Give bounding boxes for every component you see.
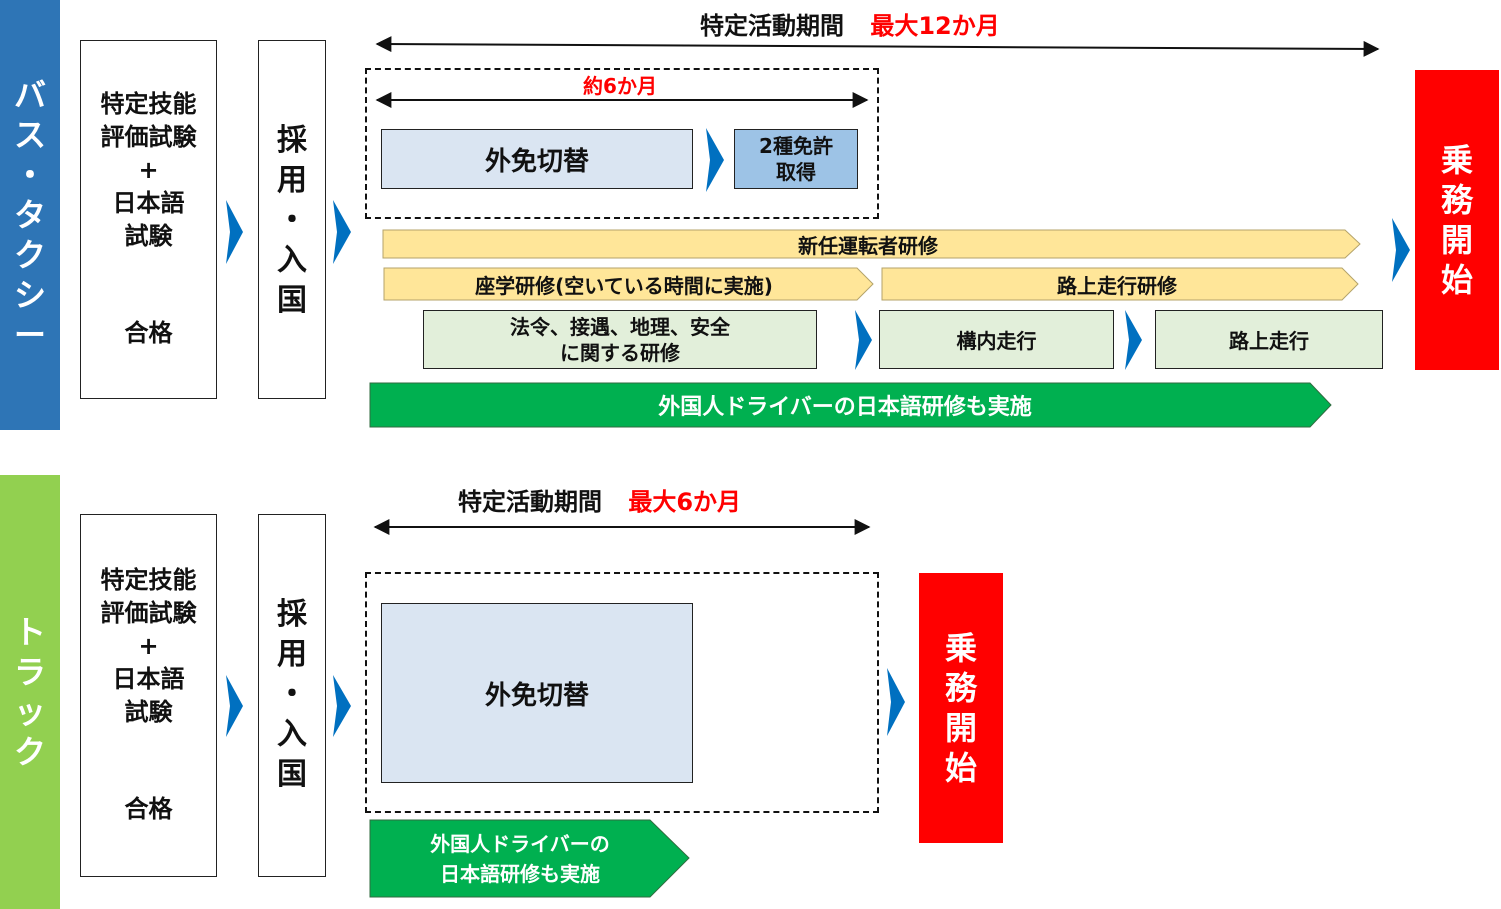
hire-char: 用	[277, 163, 307, 198]
hire-char: 採	[277, 123, 307, 158]
license-line: 取得	[776, 160, 816, 184]
road-training-arrow	[881, 267, 1359, 301]
qualify-line: 評価試験	[100, 123, 197, 151]
side-char: バ	[13, 76, 46, 114]
japanese-training-label: 外国人ドライバーの日本語研修も実施	[658, 395, 1032, 420]
chevron-icon	[855, 310, 872, 370]
duty-char: 務	[944, 669, 977, 707]
law-line: に関する研修	[560, 340, 680, 365]
chevron-icon	[887, 668, 905, 736]
truck-license-conversion-box: 外免切替	[381, 603, 693, 783]
truck-hire-entry-box: 採 用 ・ 入 国	[258, 514, 326, 877]
road-driving-box: 路上走行	[1155, 310, 1383, 369]
chevron-icon	[706, 128, 724, 192]
qualify-line: 試験	[124, 698, 173, 726]
duty-char: 始	[1440, 261, 1473, 299]
truck-qualification-box: 特定技能 評価試験 + 日本語 試験 合格	[80, 514, 217, 877]
jp-training-line: 日本語研修も実施	[440, 862, 600, 886]
chevron-icon	[333, 200, 351, 264]
sub-period-frame	[365, 68, 879, 219]
hire-char: ・	[277, 203, 307, 238]
side-char: ク	[13, 733, 46, 771]
start-duty-box: 乗 務 開 始	[1415, 70, 1499, 370]
hire-char: 用	[277, 637, 307, 672]
law-training-box: 法令、接遇、地理、安全 に関する研修	[423, 310, 817, 369]
period-max: 最大6か月	[628, 488, 742, 516]
chevron-icon	[226, 200, 243, 264]
period-title: 特定活動期間 最大12か月	[700, 6, 1060, 40]
law-line: 法令、接遇、地理、安全	[510, 314, 730, 339]
period-label: 特定活動期間	[458, 488, 602, 516]
qualify-line: 評価試験	[100, 599, 197, 627]
bus-taxi-side-label: バ ス ・ タ ク シ ー	[0, 0, 60, 430]
side-char: ス	[13, 116, 46, 154]
qualify-pass: 合格	[124, 795, 173, 823]
truck-license-frame	[365, 572, 879, 813]
side-char: ク	[13, 236, 46, 274]
duty-char: 開	[1440, 221, 1473, 259]
duty-char: 乗	[1440, 141, 1473, 179]
classroom-training-label: 座学研修(空いている時間に実施)	[475, 273, 773, 298]
hire-entry-box: 採 用 ・ 入 国	[258, 40, 326, 399]
license-conversion-box: 外免切替	[381, 129, 693, 189]
jp-training-line: 外国人ドライバーの	[430, 832, 610, 856]
side-char: ト	[13, 613, 46, 651]
duty-char: 開	[944, 709, 977, 747]
side-char: ・	[13, 156, 46, 194]
license-line: 2種免許	[759, 134, 833, 158]
chevron-icon	[226, 675, 243, 737]
qualify-plus: +	[138, 156, 159, 184]
side-char: タ	[13, 196, 46, 234]
truck-start-duty-box: 乗 務 開 始	[919, 573, 1003, 843]
side-char: ラ	[13, 653, 46, 691]
hire-char: 国	[277, 283, 307, 318]
duty-char: 務	[1440, 181, 1473, 219]
qualify-line: 特定技能	[100, 566, 197, 594]
new-driver-training-label: 新任運転者研修	[798, 233, 938, 258]
chevron-icon	[1392, 218, 1410, 282]
side-char: ッ	[13, 693, 46, 731]
duty-char: 始	[944, 749, 977, 787]
hire-char: 国	[277, 757, 307, 792]
truck-period-title: 特定活動期間 最大6か月	[458, 482, 818, 516]
truck-japanese-training-arrow	[369, 819, 690, 898]
duty-char: 乗	[944, 629, 977, 667]
period-double-arrow	[375, 36, 1380, 57]
course-driving-box: 構内走行	[879, 310, 1114, 369]
hire-char: 採	[277, 597, 307, 632]
chevron-icon	[1125, 310, 1142, 370]
qualify-line: 日本語	[112, 189, 185, 217]
qualify-line: 試験	[124, 222, 173, 250]
period-max: 最大12か月	[870, 12, 1000, 40]
hire-char: 入	[277, 717, 307, 752]
road-training-label: 路上走行研修	[1057, 273, 1177, 298]
new-driver-training-arrow	[382, 229, 1361, 259]
side-char: シ	[13, 276, 46, 314]
truck-japanese-training-label: 外国人ドライバーの 日本語研修も実施	[370, 822, 670, 896]
japanese-training-arrow	[369, 382, 1332, 428]
side-char: ー	[13, 316, 46, 354]
period-label: 特定活動期間	[700, 12, 844, 40]
hire-char: 入	[277, 243, 307, 278]
hire-char: ・	[277, 677, 307, 712]
qualify-line: 日本語	[112, 665, 185, 693]
qualification-box: 特定技能 評価試験 + 日本語 試験 合格	[80, 40, 217, 399]
qualify-plus: +	[138, 632, 159, 660]
truck-side-label: ト ラ ッ ク	[0, 475, 60, 909]
second-class-license-box: 2種免許 取得	[734, 129, 858, 189]
sub-period-label: 約6か月	[583, 73, 657, 98]
qualify-line: 特定技能	[100, 90, 197, 118]
chevron-icon	[333, 675, 351, 737]
qualify-pass: 合格	[124, 319, 173, 347]
classroom-training-arrow	[383, 267, 874, 301]
